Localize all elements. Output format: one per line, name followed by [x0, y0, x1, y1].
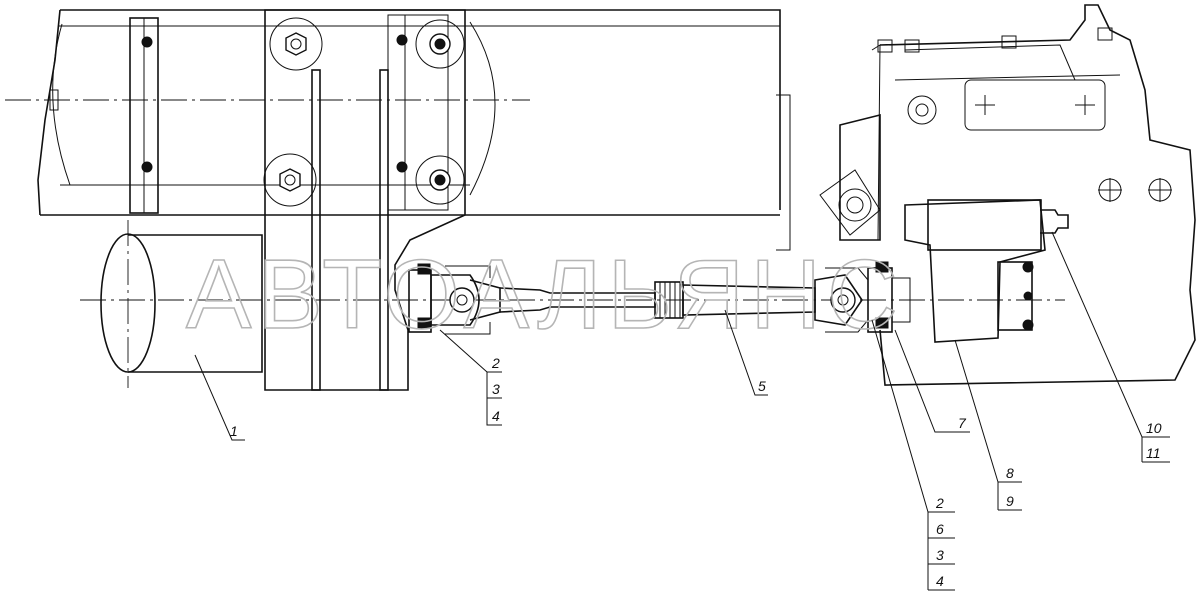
watermark: АВТОАЛЬЯНС	[186, 239, 904, 349]
bolt-bottom-right	[415, 155, 465, 205]
callout-4-right: 4	[936, 573, 944, 589]
left-universal-joint	[408, 263, 501, 335]
callout-2-right: 2	[935, 495, 944, 511]
callout-1: 1	[230, 423, 238, 439]
callout-3-right: 3	[936, 547, 944, 563]
plate-bolts	[263, 17, 465, 207]
electric-motor	[100, 220, 263, 388]
bolt-top-left	[269, 17, 323, 71]
callout-3-left: 3	[492, 381, 500, 397]
callouts: 1 2 3 4 5 7 8 9 10 11 2 6 3 4	[230, 355, 1162, 589]
callout-11: 11	[1146, 445, 1161, 461]
spline-teeth	[659, 282, 681, 318]
left-bracket	[129, 17, 159, 214]
callout-10: 10	[1146, 420, 1162, 436]
gearbox-housing	[776, 4, 1196, 386]
callout-5: 5	[758, 378, 766, 394]
callout-7: 7	[958, 415, 967, 431]
right-universal-joint	[814, 261, 911, 333]
mounting-plate	[264, 9, 466, 391]
bolt-bottom-left	[263, 153, 317, 207]
callout-8: 8	[1006, 465, 1014, 481]
callout-9: 9	[1006, 493, 1014, 509]
leader-lines	[194, 231, 1170, 591]
callout-2-left: 2	[491, 355, 500, 371]
frame-member	[37, 9, 781, 216]
bolt-top-right	[415, 19, 465, 69]
hydraulic-pump	[904, 199, 1069, 343]
callout-6: 6	[936, 521, 944, 537]
callout-4-left: 4	[492, 408, 500, 424]
